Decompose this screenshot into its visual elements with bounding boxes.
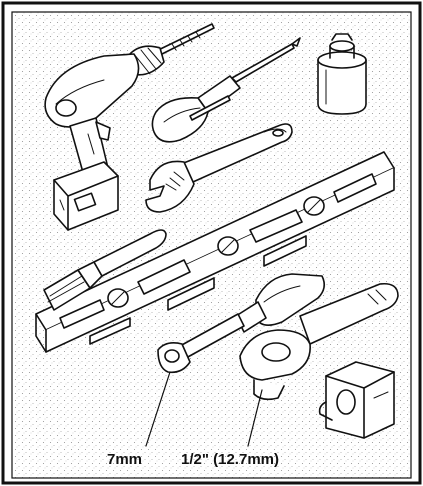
glue-can-icon xyxy=(317,33,367,115)
label-half-inch: 1/2" (12.7mm) xyxy=(181,451,279,468)
ratchet-icon xyxy=(239,282,399,401)
flathead-screwdriver-icon xyxy=(189,95,231,121)
nut-driver-icon xyxy=(157,273,326,374)
leader-line-half-inch xyxy=(247,389,263,447)
tape-measure-icon xyxy=(318,361,395,439)
phillips-screwdriver-icon xyxy=(151,37,301,143)
adjustable-wrench-icon xyxy=(145,123,293,213)
carpenter-level-icon xyxy=(35,151,395,353)
label-7mm: 7mm xyxy=(107,451,143,468)
leader-line-7mm xyxy=(145,371,171,447)
paint-brush-icon xyxy=(43,229,167,311)
cordless-drill-icon xyxy=(44,23,215,231)
